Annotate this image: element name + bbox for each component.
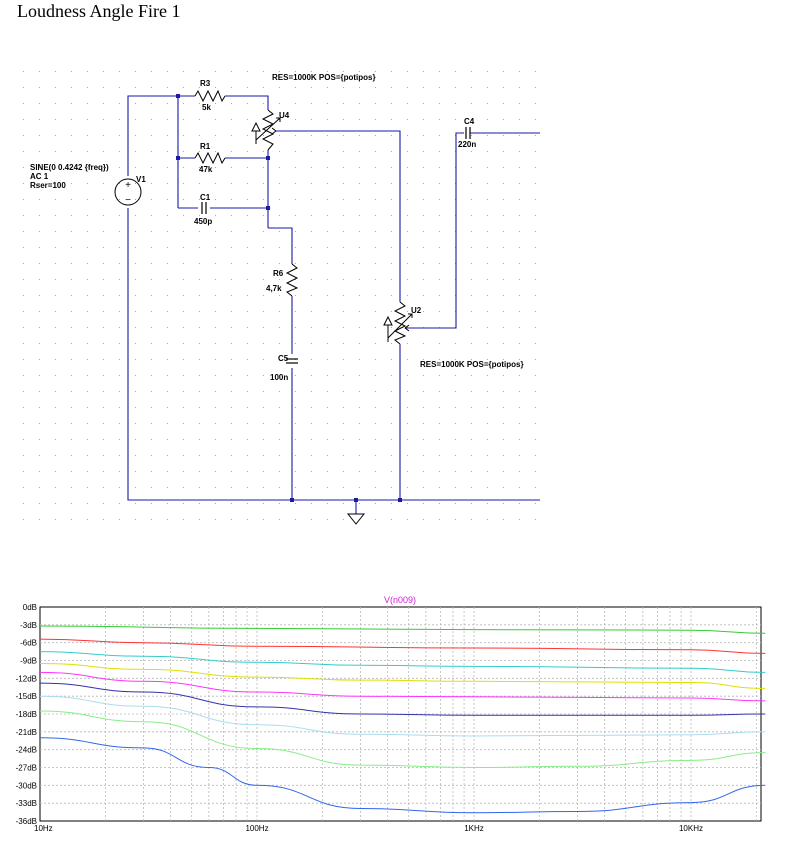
r3-value: 5k [202,103,211,112]
r3-name: R3 [200,79,211,88]
y-tick-label: -9dB [20,657,37,666]
x-tick-label: 100Hz [245,824,268,833]
c1-value: 450p [194,217,212,226]
ground-symbol [346,513,366,525]
series-line-8 [39,710,766,769]
y-tick-label: 0dB [23,603,37,612]
r6-name: R6 [273,269,284,278]
y-tick-label: -3dB [20,621,37,630]
v1-param-ac: AC 1 [30,172,49,181]
capacitor-shapes [201,127,471,364]
c4-value: 220n [458,140,476,149]
v1-name: V1 [136,175,146,184]
chart-title: V(n009) [384,595,416,605]
page-title: Loudness Angle Fire 1 [17,1,181,21]
r1-name: R1 [200,142,211,151]
series-line-2 [39,638,766,654]
series-line-1 [39,625,766,634]
svg-text:−: − [125,195,131,206]
svg-text:+: + [125,180,131,191]
junctions [176,94,402,502]
r1-symbol [194,151,226,165]
c5-name: C5 [278,354,289,363]
pot-wipers [251,117,413,342]
x-tick-label: 10Hz [34,824,53,833]
schematic-grid [10,68,540,530]
series-line-7 [39,695,766,737]
y-tick-label: -18dB [16,710,37,719]
series-group [39,625,766,814]
wires [127,95,540,514]
y-tick-label: -30dB [16,781,37,790]
c1-name: C1 [200,193,211,202]
y-tick-label: -12dB [16,674,37,683]
r3-symbol [194,89,226,103]
series-line-4 [39,663,766,689]
u4-name: U4 [279,111,290,120]
schematic: + − R3 5k R1 47k C1 450p R6 4,7k C5 100n… [10,68,540,530]
pot-params-top: RES=1000K POS={potipos} [272,73,376,82]
r6-symbol [285,263,299,297]
x-tick-label: 1KHz [464,824,484,833]
y-tick-label: -24dB [16,746,37,755]
u4-symbol [261,109,275,151]
r1-value: 47k [199,165,213,174]
y-tick-labels: 0dB -3dB -6dB -9dB -12dB -15dB -18dB -21dB -24dB… [16,603,37,826]
resistor-shapes [194,89,407,345]
r6-value: 4,7k [266,284,282,293]
x-tick-labels: 10Hz 100Hz 1KHz 10KHz [34,824,703,833]
chart: 0dB -3dB -6dB -9dB -12dB -15dB -18dB -21dB -24dB… [16,595,766,833]
x-tick-label: 10KHz [679,824,703,833]
series-line-6 [39,682,766,716]
c5-value: 100n [270,373,288,382]
v1-param-sine: SINE(0 0.4242 {freq}) [30,163,109,172]
series-line-5 [39,671,766,702]
v1-symbol: + − [114,178,142,206]
y-tick-label: -27dB [16,764,37,773]
y-tick-label: -15dB [16,692,37,701]
series-line-9 [39,737,766,814]
v1-param-rser: Rser=100 [30,181,66,190]
u2-symbol [393,301,407,345]
c4-name: C4 [464,117,475,126]
series-line-3 [39,651,766,673]
y-tick-label: -21dB [16,728,37,737]
y-tick-label: -33dB [16,799,37,808]
y-tick-label: -6dB [20,639,37,648]
pot-params-bottom: RES=1000K POS={potipos} [420,360,524,369]
u2-name: U2 [411,306,422,315]
y-tick-label: -36dB [16,817,37,826]
